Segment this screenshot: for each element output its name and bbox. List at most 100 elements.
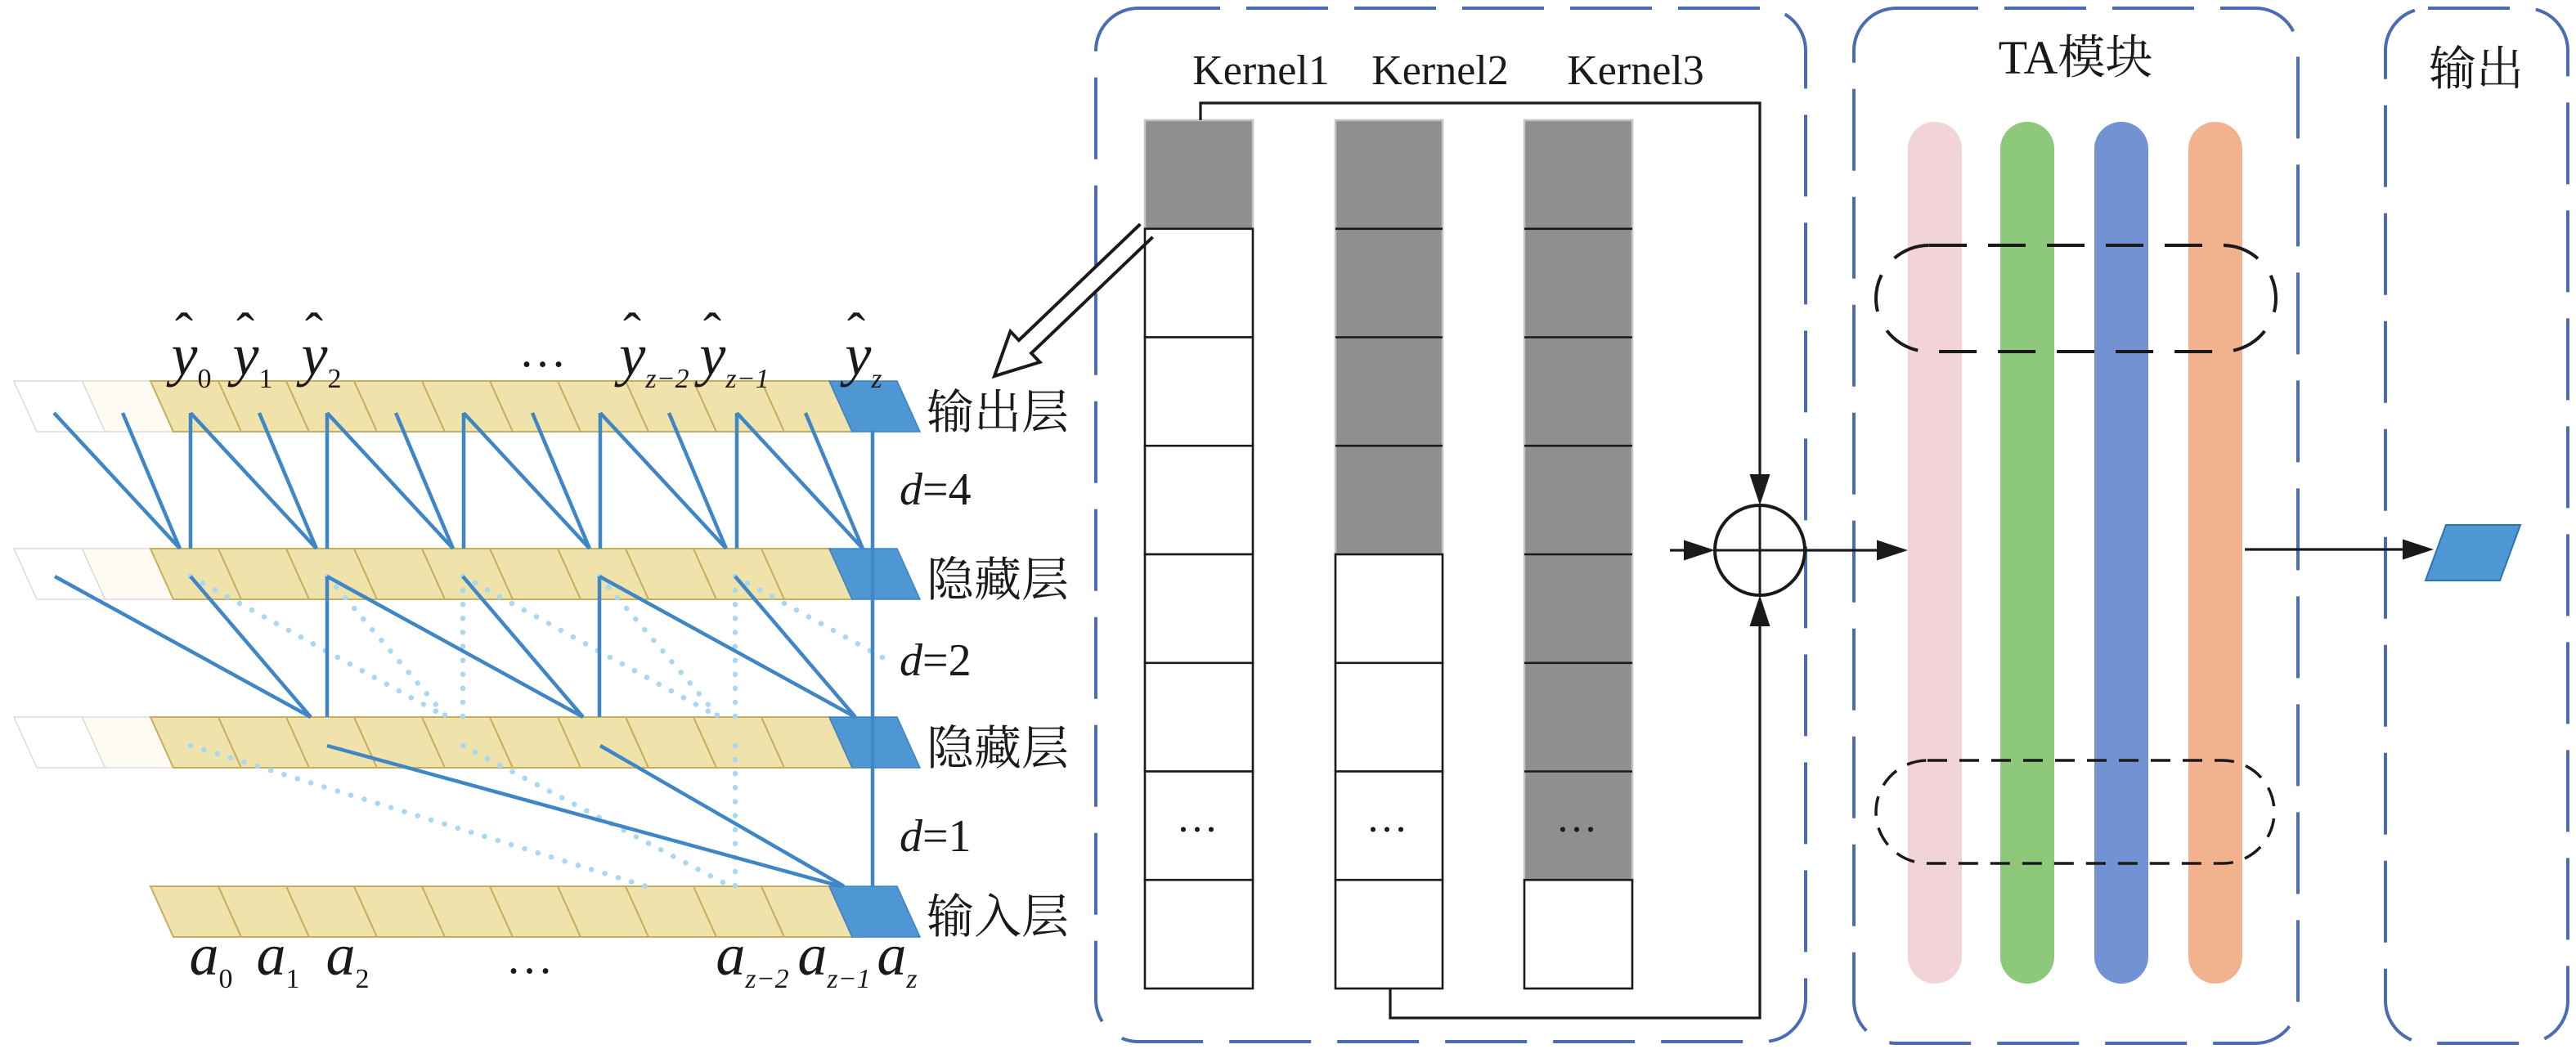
hat-accent: ˆ xyxy=(305,303,323,362)
conv-connection-line xyxy=(734,575,857,719)
kernel-cell xyxy=(1334,770,1444,881)
skip-connection-dotted-line xyxy=(187,742,649,890)
conv-connection-line xyxy=(461,575,585,719)
conv-connection-line xyxy=(325,411,455,550)
math-label: az−1 xyxy=(797,922,870,994)
ellipsis: ... xyxy=(508,930,556,984)
math-label: a2 xyxy=(326,922,370,994)
attention-capsule-bottom xyxy=(1874,759,2276,865)
kernel-cell xyxy=(1143,770,1254,881)
skip-connection-dotted-line xyxy=(460,742,734,890)
current-step-cell xyxy=(828,885,922,938)
route-arrowhead-left xyxy=(1684,540,1715,561)
kernel-cell xyxy=(1334,878,1444,990)
layer-label: 隐藏层 xyxy=(927,554,1069,607)
kernel-gray-block xyxy=(1523,119,1634,881)
conv-connection-line xyxy=(53,575,312,719)
kernel-cell xyxy=(1143,553,1254,665)
math-label: a1 xyxy=(257,922,300,994)
kernel-ellipsis: ... xyxy=(1558,795,1600,841)
tcn-diagram: ˆy0 ˆy1 ˆy2 ˆyz−2 ˆyz−1 ˆyz ... a0 a1 a2… xyxy=(12,303,1070,994)
kernel-panel: Kernel1 Kernel2 Kernel3 ... ... ... xyxy=(991,7,2569,1045)
output-panel: 输出 xyxy=(2424,43,2524,581)
conv-connection-line xyxy=(52,411,182,550)
output-parallelogram xyxy=(2424,524,2522,581)
kernel-label: Kernel1 xyxy=(1192,47,1329,94)
skip-connection-dotted-line xyxy=(324,573,450,720)
layer-label: 输入层 xyxy=(927,890,1069,944)
output-arrowhead xyxy=(2403,539,2434,560)
kernel2-route-line xyxy=(1389,625,1761,1020)
input-layer-row xyxy=(149,885,922,938)
ta-bar-orange xyxy=(2188,122,2242,984)
kernel-cell xyxy=(1523,878,1634,990)
conv-connection-line xyxy=(393,412,456,549)
current-step-cell xyxy=(828,548,922,600)
kernel-cell xyxy=(1143,444,1254,556)
output-layer-row xyxy=(12,380,922,433)
output-panel-border xyxy=(2384,7,2569,1045)
math-label: az xyxy=(877,922,917,994)
conv-connection-line xyxy=(803,412,865,549)
hat-accent: ˆ xyxy=(236,303,254,362)
kernel-gray-block xyxy=(1143,119,1254,231)
conv-connection-line xyxy=(120,412,182,549)
hidden-layer-row-upper xyxy=(12,548,922,600)
kernel1-route-line xyxy=(1199,101,1761,476)
dilation-label: d=1 xyxy=(900,811,972,862)
math-label: yz xyxy=(839,322,882,394)
kernel-slide-arrow xyxy=(991,222,1154,379)
ellipsis: ... xyxy=(521,324,569,377)
math-label: az−2 xyxy=(716,922,788,994)
kernel-panel-border xyxy=(1094,7,1807,1043)
ta-panel: TA模块 xyxy=(1874,31,2434,984)
math-label: y0 xyxy=(166,322,212,394)
current-step-cell xyxy=(828,380,922,433)
current-step-cell xyxy=(828,716,922,769)
math-label: a0 xyxy=(190,922,233,994)
hat-accent: ˆ xyxy=(847,303,865,362)
math-label: y2 xyxy=(296,322,342,394)
kernel-label: Kernel2 xyxy=(1371,47,1508,94)
solid-connections xyxy=(52,411,875,889)
hat-accent: ˆ xyxy=(703,303,721,362)
ta-bar-blue xyxy=(2094,122,2148,984)
kernel-cell xyxy=(1143,336,1254,447)
hat-accent: ˆ xyxy=(175,303,193,362)
conv-connection-line xyxy=(599,744,846,888)
hidden-layer-row-lower xyxy=(12,716,922,769)
layer-label: 隐藏层 xyxy=(927,722,1069,775)
kernel-ellipsis: ... xyxy=(1178,795,1220,841)
skip-connection-dotted-line xyxy=(596,573,722,720)
hat-accent: ˆ xyxy=(623,303,641,362)
kernel-label: Kernel3 xyxy=(1567,47,1703,94)
conv-connection-line xyxy=(326,743,841,889)
math-label: y1 xyxy=(227,322,273,394)
route-arrowhead-bottom xyxy=(1749,595,1770,626)
kernel-cell xyxy=(1143,227,1254,338)
kernel-cell xyxy=(1143,661,1254,773)
conv-connection-line xyxy=(257,412,319,549)
dilation-label: d=2 xyxy=(900,635,972,686)
ta-bar-pink xyxy=(1908,122,1962,984)
conv-connection-line xyxy=(325,575,585,719)
conv-connection-line xyxy=(599,411,728,550)
route-arrowhead-top xyxy=(1749,474,1770,505)
conv-connection-line xyxy=(189,411,318,550)
left-labels: ˆy0 ˆy1 ˆy2 ˆyz−2 ˆyz−1 ˆyz ... a0 a1 a2… xyxy=(166,303,1070,994)
ta-input-arrowhead xyxy=(1877,540,1908,561)
conv-connection-line xyxy=(735,411,864,550)
kernel-cell xyxy=(1334,553,1444,665)
dotted-connections xyxy=(187,573,895,890)
output-panel-title: 输出 xyxy=(2429,43,2524,96)
conv-connection-line xyxy=(462,411,591,550)
skip-connection-dotted-line xyxy=(732,573,895,666)
kernel-cell xyxy=(1143,878,1254,990)
kernel-ellipsis: ... xyxy=(1368,795,1410,841)
kernel-cell xyxy=(1334,661,1444,773)
ta-panel-border xyxy=(1852,7,2300,1045)
layer-label: 输出层 xyxy=(927,386,1069,439)
ta-panel-title: TA模块 xyxy=(1999,31,2153,84)
